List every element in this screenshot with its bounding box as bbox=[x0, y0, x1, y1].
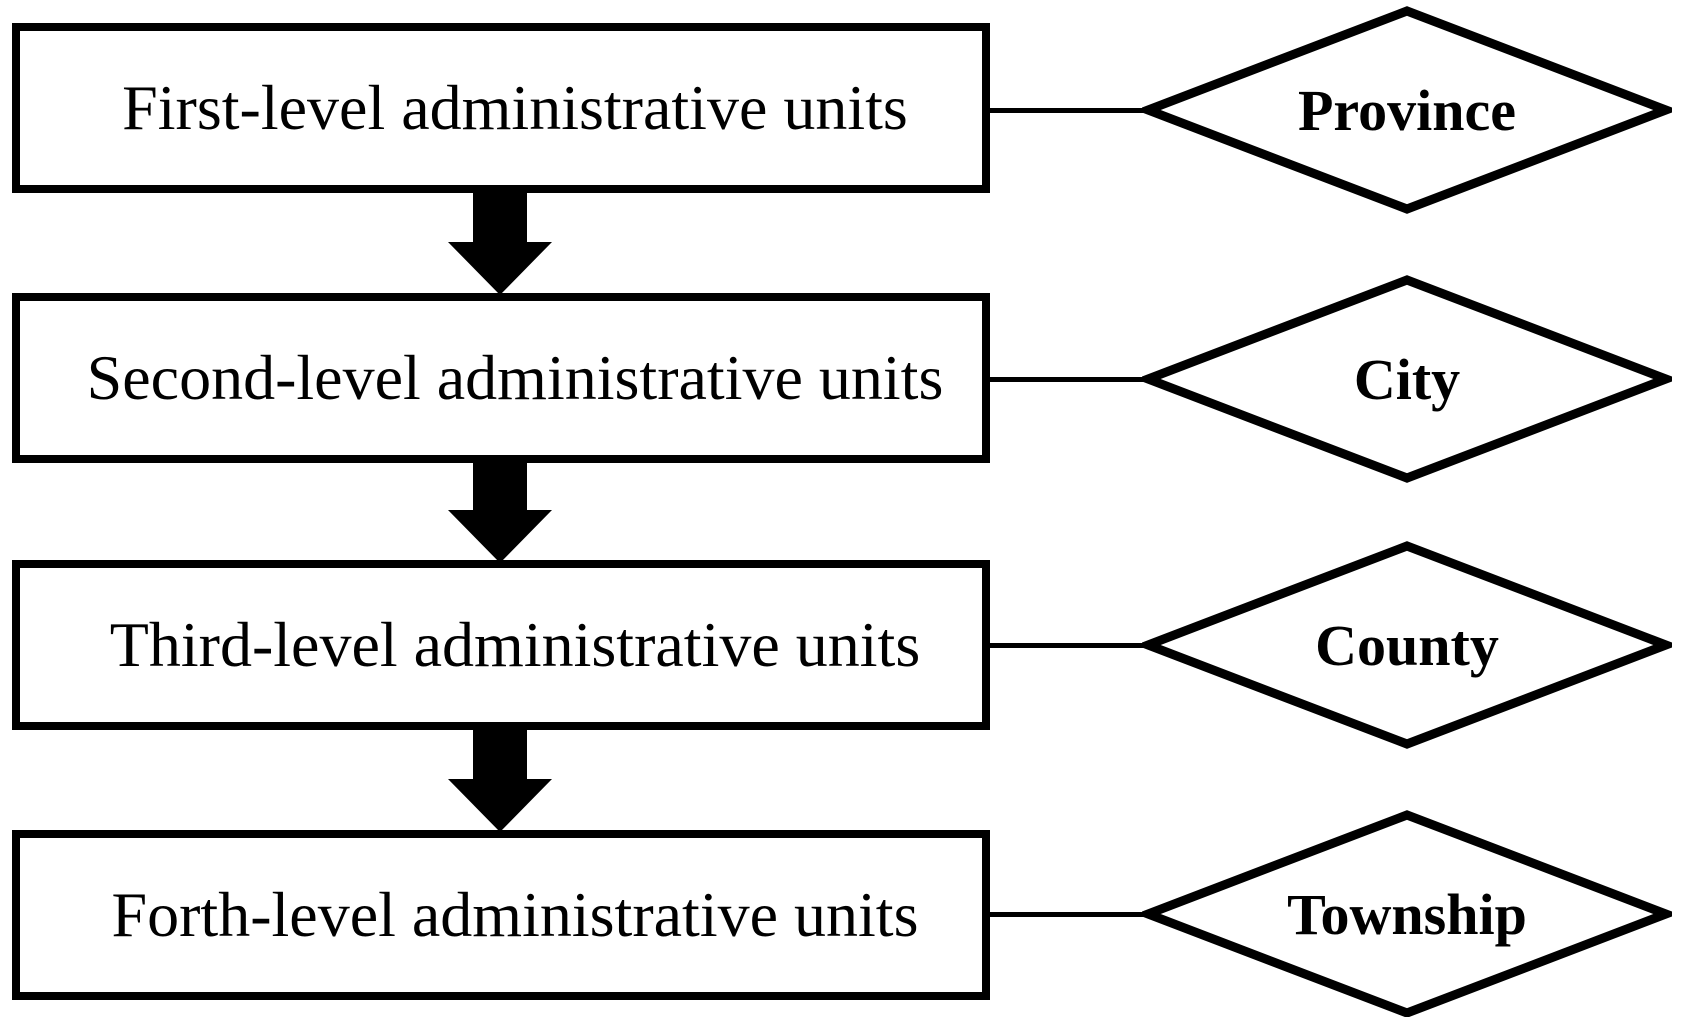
diamond-city: City bbox=[1142, 274, 1672, 484]
diamond-township: Township bbox=[1142, 809, 1672, 1017]
down-arrow-icon bbox=[448, 458, 552, 563]
flow-box-first-level: First-level administrative units bbox=[12, 23, 990, 193]
flow-box-third-level: Third-level administrative units bbox=[12, 560, 990, 730]
connector-line bbox=[986, 912, 1154, 917]
down-arrow-icon bbox=[448, 727, 552, 832]
diamond-label: City bbox=[1353, 346, 1461, 412]
diamond-shape bbox=[1142, 810, 1672, 1017]
diamond-label: Township bbox=[1287, 881, 1527, 947]
diamond-province: Province bbox=[1142, 5, 1672, 215]
diamond-label: Province bbox=[1298, 77, 1516, 143]
flow-box-second-level: Second-level administrative units bbox=[12, 293, 990, 463]
diamond-shape bbox=[1142, 275, 1672, 483]
flow-box-label: Second-level administrative units bbox=[86, 342, 944, 413]
diamond-label: County bbox=[1315, 612, 1499, 678]
flow-box-label: Third-level administrative units bbox=[109, 609, 921, 680]
connector-line bbox=[986, 377, 1154, 382]
down-arrow-icon bbox=[448, 190, 552, 295]
diamond-shape bbox=[1142, 6, 1672, 214]
flow-box-label: First-level administrative units bbox=[122, 72, 908, 143]
flow-box-forth-level: Forth-level administrative units bbox=[12, 830, 990, 1000]
flow-box-label: Forth-level administrative units bbox=[111, 879, 919, 950]
connector-line bbox=[986, 643, 1154, 648]
connector-line bbox=[986, 108, 1154, 113]
diamond-county: County bbox=[1142, 540, 1672, 750]
diamond-shape bbox=[1142, 541, 1672, 749]
